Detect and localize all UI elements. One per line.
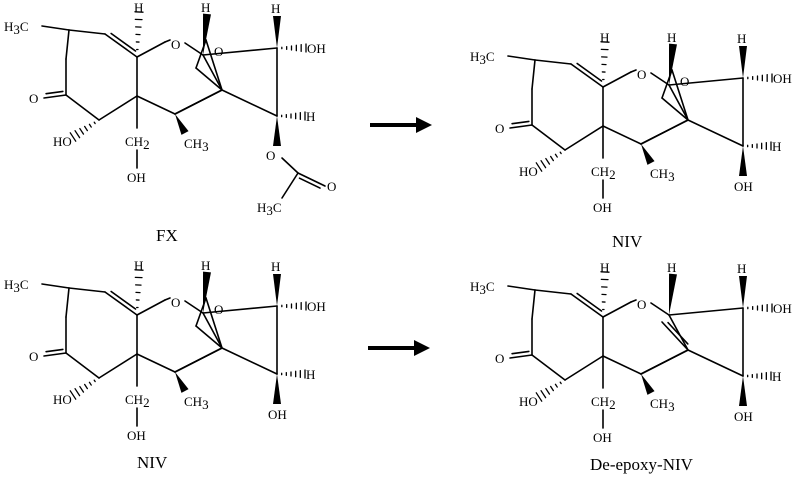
h3c-label: H3C	[470, 49, 495, 67]
carbonyl-oxygen-label: O	[495, 351, 504, 366]
ch2-hydroxyl-label: OH	[127, 428, 146, 443]
h3c-label: H3C	[4, 19, 29, 37]
h3c-label: H3C	[4, 277, 29, 295]
h-c4-label: H	[772, 369, 781, 384]
c4-hydroxyl-label: OH	[734, 179, 753, 194]
h-c4-label: H	[306, 367, 315, 382]
h3c-label: H3C	[470, 279, 495, 297]
h-c4-label: H	[306, 109, 315, 124]
h-c3-label: H	[271, 259, 280, 274]
c3-hydroxyl-label: OH	[307, 299, 326, 314]
molecule-name-de-epoxy-niv: De-epoxy-NIV	[590, 455, 693, 475]
h-c11-label: H	[134, 258, 143, 273]
ch2-hydroxyl-label: OH	[593, 430, 612, 445]
c7-hydroxyl-label: HO	[53, 134, 72, 149]
h-c2-label: H	[667, 260, 676, 275]
ch3-label: CH3	[650, 166, 675, 184]
molecule-name-fx: FX	[156, 226, 178, 246]
ester-oxygen-label: O	[266, 148, 275, 163]
c4-hydroxyl-label: OH	[734, 409, 753, 424]
ring-oxygen-label: O	[637, 67, 646, 82]
c7-hydroxyl-label: HO	[519, 164, 538, 179]
epoxide-oxygen-label: O	[214, 44, 223, 59]
ch3-label: CH3	[184, 394, 209, 412]
ch2-hydroxyl-label: OH	[593, 200, 612, 215]
molecule-name-niv-substrate: NIV	[137, 453, 167, 473]
c3-hydroxyl-label: OH	[773, 301, 792, 316]
h-c3-label: H	[737, 31, 746, 46]
c3-hydroxyl-label: OH	[307, 41, 326, 56]
h-c11-label: H	[600, 260, 609, 275]
carbonyl-oxygen-label: O	[29, 91, 38, 106]
ch2-hydroxyl-label: OH	[127, 170, 146, 185]
reaction-arrow-top	[370, 117, 432, 133]
molecule-name-niv-product: NIV	[612, 232, 642, 252]
c7-hydroxyl-label: HO	[53, 392, 72, 407]
carbonyl-oxygen-label: O	[495, 121, 504, 136]
carbonyl-oxygen-label: O	[29, 349, 38, 364]
h-c11-label: H	[134, 0, 143, 15]
c3-hydroxyl-label: OH	[773, 71, 792, 86]
h-c3-label: H	[737, 261, 746, 276]
acetyl-methyl-label: H3C	[257, 200, 282, 218]
c4-hydroxyl-label: OH	[268, 407, 287, 422]
ch3-label: CH3	[184, 136, 209, 154]
ch3-label: CH3	[650, 396, 675, 414]
c7-hydroxyl-label: HO	[519, 394, 538, 409]
h-c3-label: H	[271, 1, 280, 16]
h-c2-label: H	[201, 0, 210, 15]
h-c2-label: H	[667, 30, 676, 45]
ring-oxygen-label: O	[171, 37, 180, 52]
ring-oxygen-label: O	[637, 297, 646, 312]
ring-oxygen-label: O	[171, 295, 180, 310]
h-c4-label: H	[772, 139, 781, 154]
epoxide-oxygen-label: O	[214, 302, 223, 317]
h-c2-label: H	[201, 258, 210, 273]
reaction-arrow-bottom	[368, 340, 430, 356]
ester-carbonyl-oxygen-label: O	[327, 179, 336, 194]
epoxide-oxygen-label: O	[680, 74, 689, 89]
h-c11-label: H	[600, 30, 609, 45]
